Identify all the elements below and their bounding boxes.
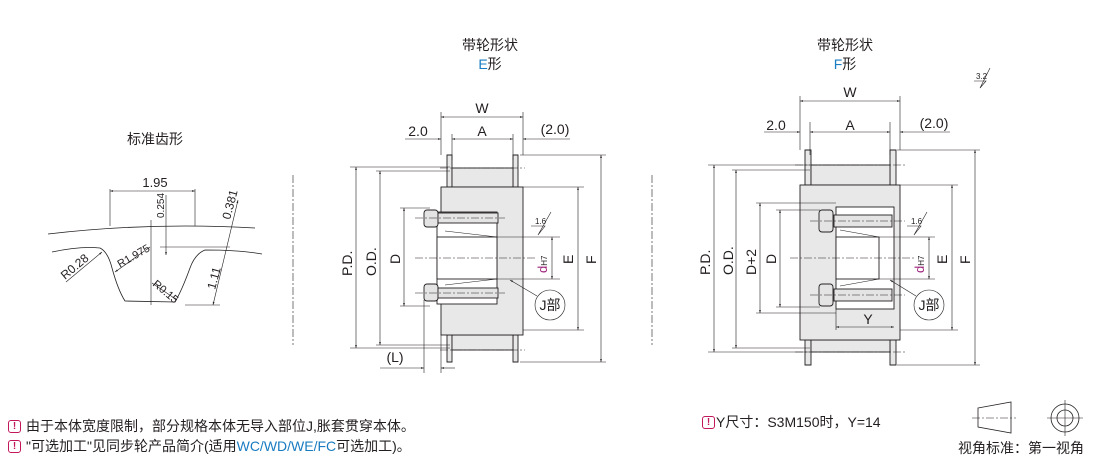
note-1: !由于本体宽度限制，部分规格本体无导入部位J,胀套贯穿本体。 [8, 416, 415, 436]
dim-dh7: dH7 [535, 255, 550, 273]
dim-d-plus-2: D+2 [743, 249, 759, 275]
view-e-title: 带轮形状 [462, 37, 518, 53]
view-e-type: E形 [478, 56, 501, 72]
dim-pd: P.D. [697, 250, 713, 275]
dim-a: A [845, 117, 855, 133]
dim-left: 2.0 [408, 123, 428, 139]
dim-a: A [477, 123, 487, 139]
dim-l: (L) [386, 349, 403, 365]
note-y-dimension: !Y尺寸：S3M150时，Y=14 [702, 412, 881, 432]
dim-pd: P.D. [339, 251, 355, 276]
tooth-profile: 标准齿形 1.95 0.254 0.381 1.11 R0.28 R1.975 … [47, 131, 263, 306]
view-f-type: F形 [834, 56, 857, 72]
pulley-f-view: 带轮形状 F形 3.2 W 2.0 A (2.0) P.D. O. [697, 37, 991, 366]
dim-od: O.D. [720, 246, 736, 275]
dim-r1: R0.28 [58, 251, 92, 283]
dim-e: E [560, 255, 576, 264]
dim-y: Y [863, 311, 873, 327]
pulley-e-view: 带轮形状 E形 W 2.0 A (2.0) P.D. O.D. [339, 37, 606, 373]
dim-dh7: dH7 [912, 255, 927, 273]
j-part-label: J部 [540, 297, 561, 313]
dim-h: 1.11 [204, 265, 223, 291]
first-angle-projection-icon [972, 400, 1083, 436]
dim-right: (2.0) [541, 121, 570, 137]
warning-icon: ! [8, 419, 21, 433]
tooth-profile-title: 标准齿形 [127, 131, 183, 147]
dim-d: D [387, 254, 403, 264]
view-f-title: 带轮形状 [817, 37, 873, 53]
dim-d2: 0.381 [219, 188, 240, 221]
dim-pitch: 1.95 [142, 175, 167, 190]
warning-icon: ! [702, 415, 715, 429]
surface-roughness: 3.2 [976, 72, 988, 81]
dim-e: E [934, 255, 950, 264]
dim-d: D [763, 254, 779, 264]
projection-label: 视角标准：第一视角 [958, 440, 1084, 456]
j-part-label: J部 [919, 297, 940, 313]
dim-left: 2.0 [766, 117, 786, 133]
dim-f: F [957, 255, 973, 264]
dim-r2: R1.975 [116, 242, 153, 270]
roughness-mark: 1.6 [535, 217, 547, 226]
dim-w: W [475, 100, 489, 116]
dim-w: W [843, 84, 857, 100]
dim-d1: 0.254 [156, 193, 167, 218]
dim-od: O.D. [363, 247, 379, 276]
dim-right: (2.0) [920, 115, 949, 131]
warning-icon: ! [8, 439, 21, 453]
dim-f: F [583, 255, 599, 264]
roughness-mark: 1.6 [911, 217, 923, 226]
